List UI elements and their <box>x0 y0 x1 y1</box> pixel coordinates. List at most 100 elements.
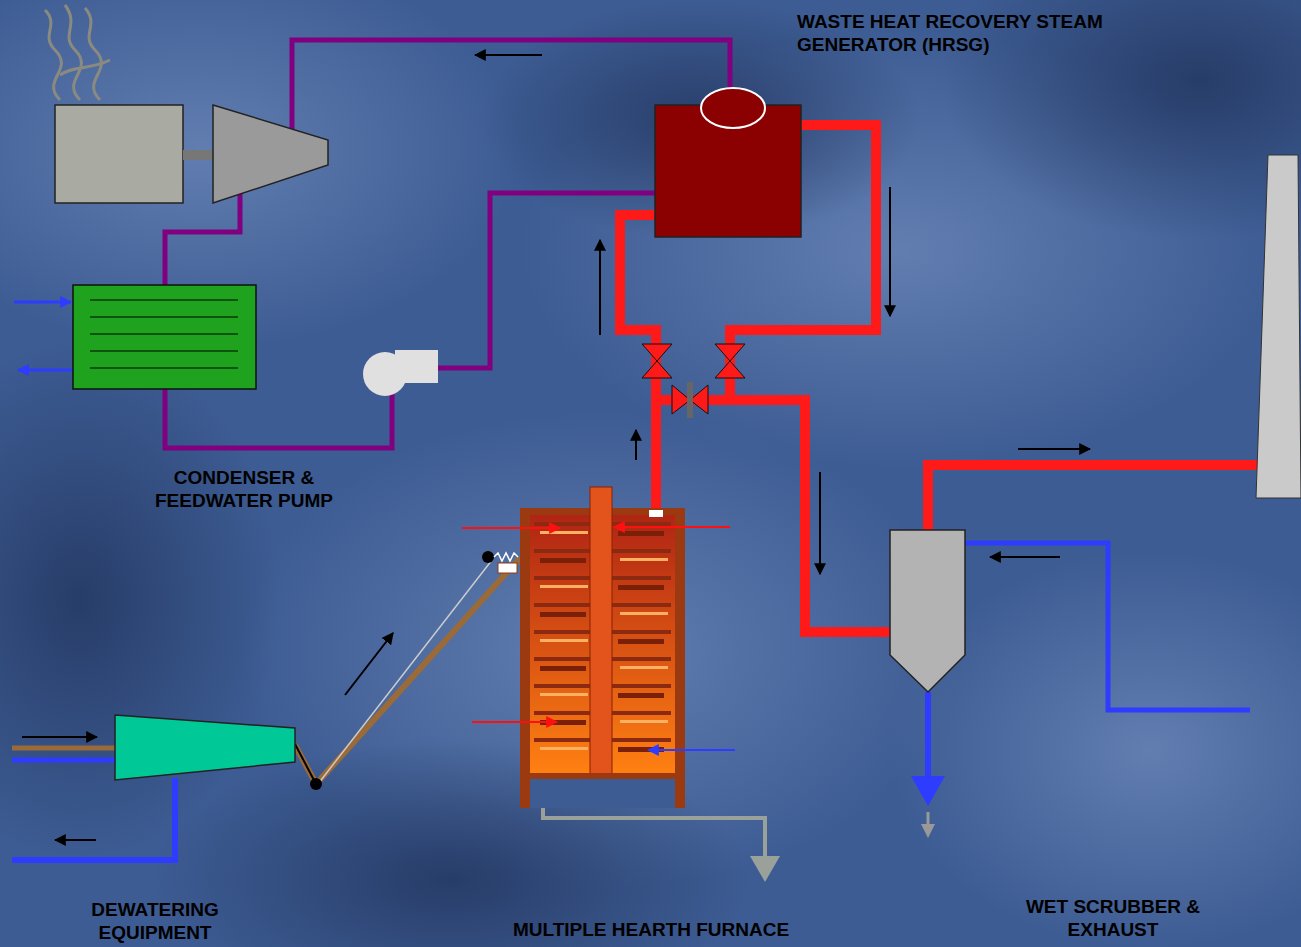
multiple-hearth-furnace <box>618 585 664 590</box>
pipe-connector <box>165 40 730 285</box>
scrubber-water <box>925 692 931 778</box>
node-label: DEWATERING EQUIPMENT <box>55 898 255 944</box>
air-inlet-arrow <box>462 527 735 750</box>
wet-scrubber <box>890 530 965 692</box>
multiple-hearth-furnace <box>620 612 668 615</box>
node-label: WASTE HEAT RECOVERY STEAM GENERATOR (HRS… <box>797 10 1127 56</box>
condenser-box <box>90 350 238 352</box>
multiple-hearth-furnace <box>540 666 586 671</box>
node-label: WET SCRUBBER & EXHAUST <box>983 895 1243 941</box>
air-inlet-arrow <box>614 526 730 528</box>
exhaust-stack <box>923 155 1301 530</box>
condenser-box <box>73 285 256 389</box>
condenser-box <box>90 316 238 318</box>
flow-direction-arrow <box>345 633 393 695</box>
cloud-texture <box>940 0 1301 240</box>
condenser-box <box>73 285 256 389</box>
air-inlet-arrow <box>472 721 557 723</box>
dewatering-press <box>115 715 295 780</box>
ash-discharge <box>543 808 765 858</box>
exhaust-stack <box>1256 155 1301 498</box>
node-label: CONDENSER & FEEDWATER PUMP <box>114 466 374 512</box>
pipe-connector <box>620 215 656 508</box>
steam-wisps <box>85 8 101 100</box>
multiple-hearth-furnace <box>590 487 612 790</box>
multiple-hearth-furnace <box>520 487 685 808</box>
ash-discharge <box>750 856 780 882</box>
node-label: MULTIPLE HEARTH FURNACE <box>441 918 861 941</box>
damper-valve <box>642 344 672 378</box>
multiple-hearth-furnace <box>618 639 664 644</box>
scrubber-water <box>927 812 930 826</box>
multiple-hearth-furnace <box>620 558 668 561</box>
dewatering-flows <box>310 778 322 790</box>
pipe-connector <box>656 400 890 632</box>
dewatering-node: DEWATERING EQUIPMENT <box>115 715 295 780</box>
steam-wisps <box>60 60 110 75</box>
flow-direction-arrow <box>1018 448 1090 450</box>
flow-direction-arrow <box>819 472 821 574</box>
wet-scrubber <box>890 530 965 692</box>
exhaust-stack <box>923 465 933 530</box>
steam-wisps <box>45 5 110 100</box>
damper-valve <box>687 382 693 418</box>
multiple-hearth-furnace <box>530 773 675 808</box>
furnace-feeder <box>498 563 517 573</box>
scrubber-water <box>921 824 935 838</box>
scrubber-water <box>965 543 1250 710</box>
generator-turbine <box>55 105 183 203</box>
multiple-hearth-furnace <box>649 510 663 517</box>
scrubber-water <box>911 776 945 806</box>
damper-valve <box>715 344 745 378</box>
condenser-cooling-water <box>14 302 73 370</box>
multiple-hearth-furnace <box>530 773 675 779</box>
furnace-node: MULTIPLE HEARTH FURNACE <box>520 508 685 808</box>
pipe-connector <box>295 558 520 784</box>
multiple-hearth-furnace <box>540 612 586 617</box>
generator-turbine <box>55 105 328 203</box>
flow-direction-arrow <box>475 54 542 56</box>
generator-turbine <box>183 150 215 160</box>
steam-wisps <box>65 5 81 100</box>
multiple-hearth-furnace <box>618 531 664 536</box>
dewatering-flows <box>318 560 492 784</box>
multiple-hearth-furnace <box>540 693 588 696</box>
hrsg-box <box>655 88 801 237</box>
generator-turbine <box>213 105 328 203</box>
flow-direction-arrow <box>22 736 97 738</box>
hrsg-box <box>701 88 765 128</box>
multiple-hearth-furnace <box>618 693 664 698</box>
multiple-hearth-furnace <box>540 585 588 588</box>
scrubber-node: WET SCRUBBER & EXHAUST <box>890 530 965 692</box>
furnace-feeder <box>494 553 518 561</box>
multiple-hearth-furnace <box>540 639 588 642</box>
flow-direction-arrow <box>599 240 601 335</box>
exhaust-stack <box>923 460 1258 470</box>
furnace-feeder <box>482 551 494 563</box>
dewatering-press <box>115 715 295 780</box>
flow-direction-arrow <box>990 556 1060 558</box>
condenser-box <box>90 367 238 369</box>
multiple-hearth-furnace <box>620 720 668 723</box>
air-inlet-arrow <box>648 749 735 751</box>
steam-wisps <box>45 10 61 100</box>
multiple-hearth-furnace <box>540 531 588 534</box>
condenser-box <box>90 299 238 301</box>
condenser-box <box>90 333 238 335</box>
feedwater-pump <box>363 350 438 396</box>
flow-direction-arrow <box>635 430 637 460</box>
flow-direction-arrow <box>22 55 1090 840</box>
multiple-hearth-furnace <box>540 747 588 750</box>
feedwater-pump <box>363 352 407 396</box>
steam-generator-node: WASTE HEAT RECOVERY STEAM GENERATOR (HRS… <box>655 105 801 237</box>
dewatering-flows <box>12 560 492 860</box>
damper-valve <box>642 344 745 418</box>
dewatering-flows <box>12 758 116 763</box>
flow-direction-arrow <box>55 839 96 841</box>
dewatering-flows <box>12 746 116 751</box>
air-inlet-arrow <box>462 527 560 529</box>
condenser-cooling-water <box>18 369 73 372</box>
dewatering-flows <box>295 744 316 784</box>
dewatering-flows <box>12 778 175 860</box>
